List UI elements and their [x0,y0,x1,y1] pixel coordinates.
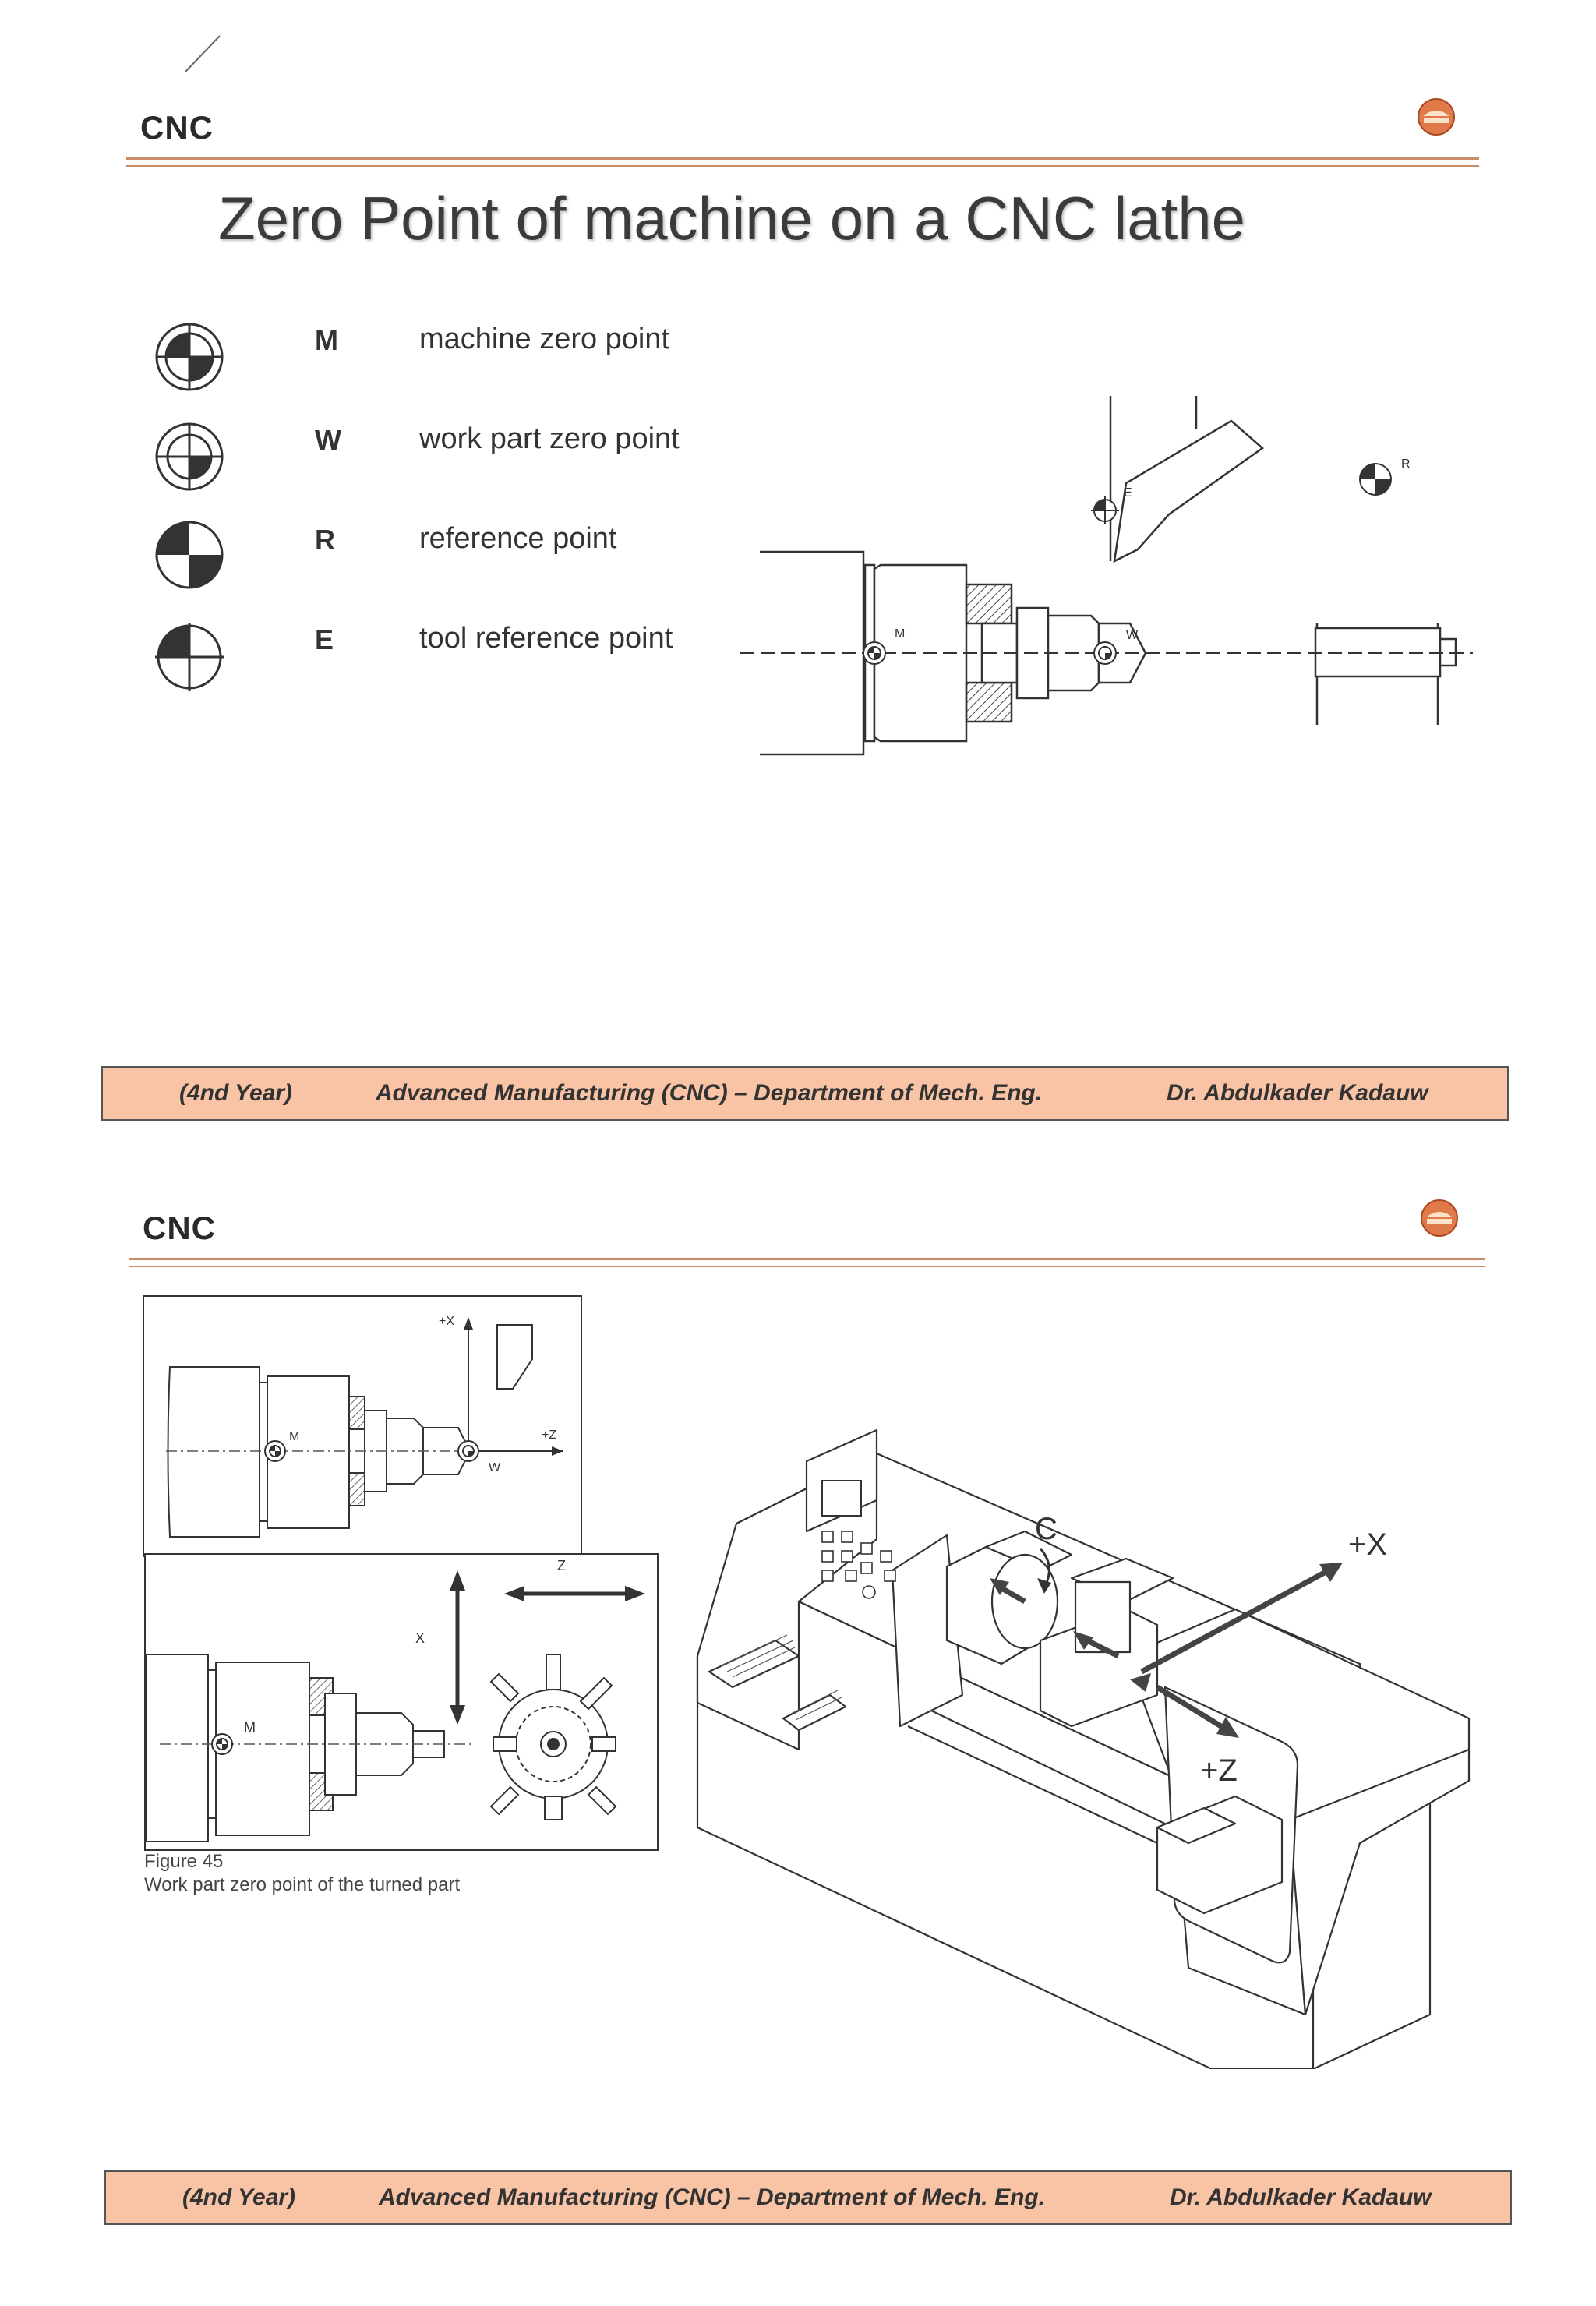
university-logo-icon [1418,98,1455,136]
machine-label-plus-z: +Z [1200,1753,1238,1788]
m-symbol-icon [211,1733,233,1755]
machine-label-c: C [1035,1512,1058,1546]
cnc-lathe-machine-drawing: C +X +Z [696,1428,1471,2069]
work-part-zero-figure-bottom: X Z M [144,1553,659,1851]
bottom-label-z: Z [557,1558,566,1573]
bottom-label-x: X [415,1630,425,1646]
legend-letter-r: R [315,524,335,556]
slide1-header: CNC [140,109,214,146]
legend-text-r: reference point [419,522,617,555]
footer-author: Dr. Abdulkader Kadauw [1167,1080,1428,1106]
tool-reference-symbol-icon [155,623,224,691]
w-symbol-icon [457,1440,479,1462]
legend-letter-w: W [315,424,341,456]
top-label-w: W [489,1461,501,1474]
w-symbol-icon [1093,641,1117,665]
m-symbol-icon [264,1440,286,1462]
legend-text-w: work part zero point [419,422,680,455]
figure-caption: Figure 45 Work part zero point of the tu… [144,1850,460,1897]
header-rule-top [129,1258,1485,1260]
university-logo-icon [1421,1199,1458,1237]
e-symbol-icon [1091,496,1119,524]
reference-point-symbol-icon [155,521,224,589]
slide1-footer: (4nd Year) Advanced Manufacturing (CNC) … [101,1066,1509,1121]
legend-letter-m: M [315,324,338,356]
r-symbol-icon [1359,463,1392,496]
work-part-zero-figure-top: +X +Z M W [143,1295,582,1557]
lathe-zero-point-diagram: M W E R [740,396,1473,756]
diagram-label-w: W [1126,629,1139,642]
figure-description: Work part zero point of the turned part [144,1874,461,1895]
slide2-header: CNC [143,1210,216,1246]
footer-course: Advanced Manufacturing (CNC) – Departmen… [379,2184,1046,2210]
pen-mark [185,35,221,72]
slide2-footer: (4nd Year) Advanced Manufacturing (CNC) … [104,2170,1512,2225]
legend-text-m: machine zero point [419,323,670,355]
diagram-label-r: R [1401,457,1411,471]
m-symbol-icon [863,641,886,665]
legend-text-e: tool reference point [419,622,673,655]
machine-zero-symbol-icon [155,323,224,391]
top-label-plus-x: +X [439,1315,454,1328]
figure-number: Figure 45 [144,1851,224,1872]
header-rule-bottom [126,165,1479,167]
page-title: Zero Point of machine on a CNC lathe [218,184,1246,252]
header-rule-bottom [129,1266,1485,1267]
legend-letter-e: E [315,623,334,655]
diagram-label-m: M [895,627,905,641]
footer-year: (4nd Year) [182,2184,296,2210]
bottom-label-m: M [244,1720,256,1736]
footer-year: (4nd Year) [179,1080,293,1106]
footer-author: Dr. Abdulkader Kadauw [1170,2184,1432,2210]
machine-label-plus-x: +X [1348,1527,1387,1562]
header-rule-top [126,157,1479,160]
top-label-m: M [289,1430,299,1443]
diagram-label-e: E [1124,486,1132,500]
footer-course: Advanced Manufacturing (CNC) – Departmen… [376,1080,1043,1106]
work-part-zero-symbol-icon [155,422,224,491]
top-label-plus-z: +Z [542,1428,556,1442]
